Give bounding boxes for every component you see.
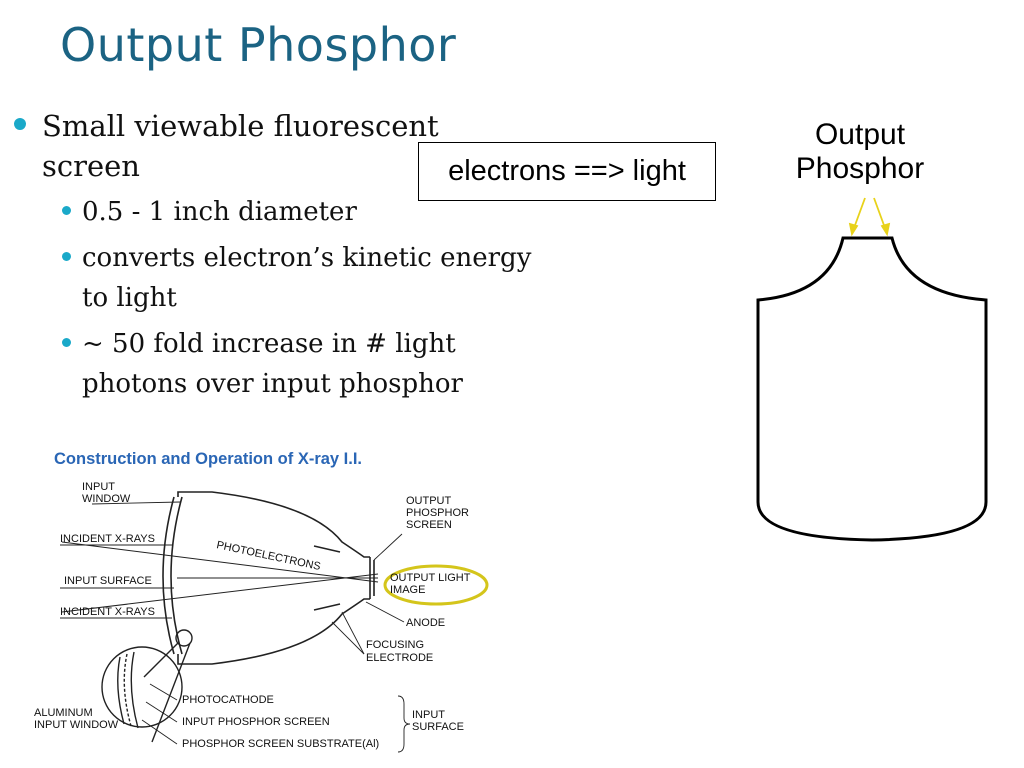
diagram-title: Construction and Operation of X-ray I.I.: [54, 450, 363, 468]
label-input-surface: INPUT SURFACE: [64, 575, 152, 587]
label-output-phosphor-2: PHOSPHOR: [406, 507, 469, 519]
label-aluminum-1: ALUMINUM: [34, 707, 93, 719]
bullet-dot-icon: [14, 118, 26, 130]
bullet-main-text: Small viewable fluorescent screen: [42, 109, 439, 183]
magnifier: [101, 629, 193, 743]
bullet-sub-text: converts electron’s kinetic energy to li…: [82, 243, 532, 313]
diagram-drawing: INPUT WINDOW INCIDENT X-RAYS INPUT SURFA…: [34, 481, 489, 753]
label-input-phosphor-screen: INPUT PHOSPHOR SCREEN: [182, 716, 330, 728]
label-output-phosphor-1: OUTPUT: [406, 495, 452, 507]
label-output-light-2: IMAGE: [390, 584, 425, 596]
xray-paths: [61, 541, 379, 613]
bullet-sub-2: converts electron’s kinetic energy to li…: [14, 238, 534, 318]
label-photocathode: PHOTOCATHODE: [182, 694, 274, 706]
label-focusing-2: ELECTRODE: [366, 652, 433, 664]
label-anode: ANODE: [406, 617, 445, 629]
label-leader-lines: [60, 501, 411, 753]
xray-ii-diagram: Construction and Operation of X-ray I.I.: [32, 442, 492, 760]
tube-outline: [756, 197, 988, 542]
label-output-light-1: OUTPUT LIGHT: [390, 572, 471, 584]
label-focusing-1: FOCUSING: [366, 639, 424, 651]
bullet-dot-icon: [62, 338, 71, 347]
bullet-main: Small viewable fluorescent screen: [14, 106, 534, 186]
diagram-envelope: [162, 491, 375, 665]
bullet-list: Small viewable fluorescent screen 0.5 - …: [14, 106, 534, 404]
bullet-sub-1: 0.5 - 1 inch diameter: [14, 192, 534, 232]
slide-title: Output Phosphor: [60, 18, 457, 72]
pointer-arrows: [848, 197, 891, 237]
label-incident-xrays-2: INCIDENT X-RAYS: [60, 606, 155, 618]
label-input-surface-b2: SURFACE: [412, 721, 464, 733]
label-input-surface-b1: INPUT: [412, 709, 445, 721]
label-input-window-2: WINDOW: [82, 493, 131, 505]
bullet-sub-text: ~ 50 fold increase in # light photons ov…: [82, 329, 463, 399]
label-aluminum-2: INPUT WINDOW: [34, 719, 119, 731]
tube-body-shape: [756, 236, 988, 542]
output-light-highlight: [383, 564, 489, 606]
label-input-window-1: INPUT: [82, 481, 115, 493]
bullet-sub-text: 0.5 - 1 inch diameter: [82, 197, 357, 227]
bullet-sub-3: ~ 50 fold increase in # light photons ov…: [14, 324, 534, 404]
output-phosphor-label: Output Phosphor: [770, 118, 950, 186]
electrons-light-box: electrons ==> light: [418, 142, 716, 201]
output-label-line-2: Phosphor: [795, 152, 925, 185]
bullet-dot-icon: [62, 252, 71, 261]
label-incident-xrays-1: INCIDENT X-RAYS: [60, 533, 155, 545]
label-output-phosphor-3: SCREEN: [406, 519, 452, 531]
bullet-dot-icon: [62, 206, 71, 215]
output-label-line-1: Output: [814, 118, 906, 151]
label-substrate: PHOSPHOR SCREEN SUBSTRATE(Al): [182, 738, 379, 750]
